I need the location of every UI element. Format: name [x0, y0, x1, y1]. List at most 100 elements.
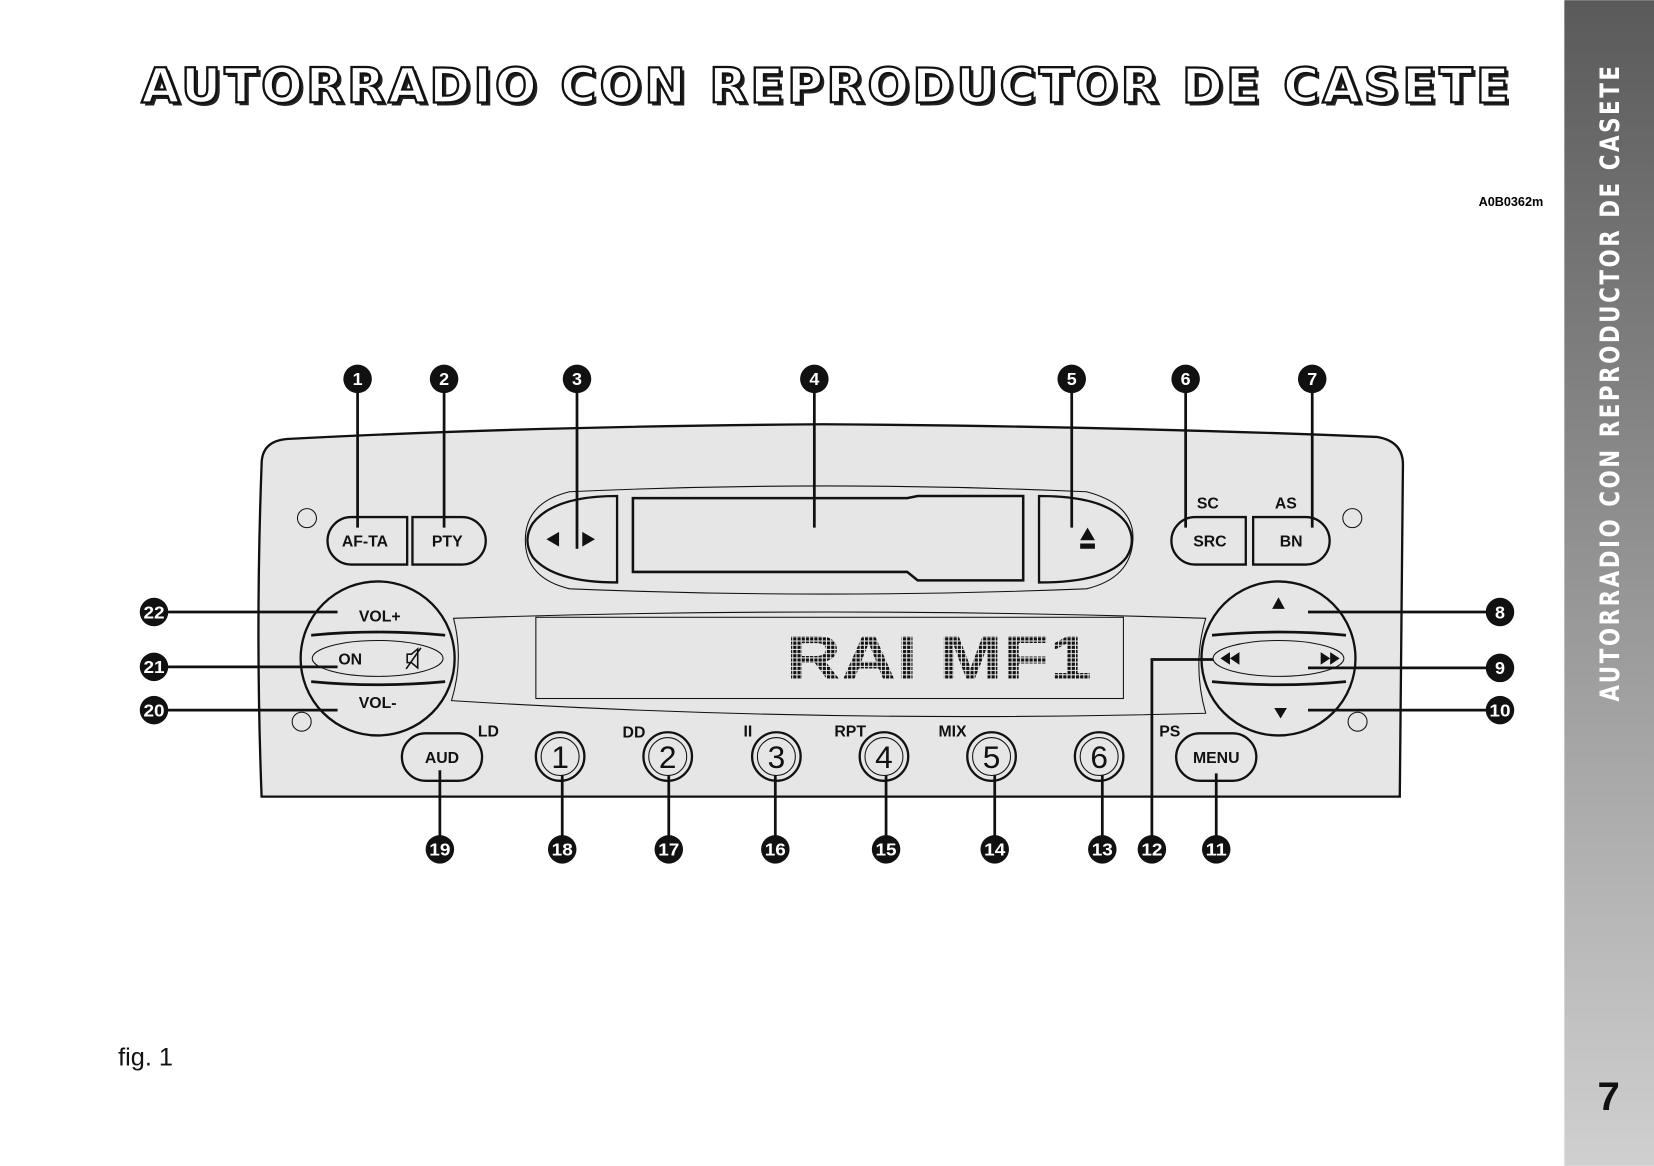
- preset-button-1[interactable]: 1: [534, 731, 586, 782]
- callout-15: 15: [871, 835, 901, 864]
- svg-text:2: 2: [659, 739, 677, 775]
- src-button[interactable]: SRC: [1170, 515, 1247, 566]
- callout-number: 1: [353, 369, 363, 389]
- preset-button-4[interactable]: 4: [858, 731, 910, 782]
- callout-number: 14: [984, 840, 1005, 860]
- callout-marker: [1088, 835, 1117, 864]
- callout-14: 14: [980, 835, 1009, 864]
- cassette-slot: [631, 494, 1025, 582]
- as-label: AS: [1275, 496, 1297, 513]
- callout-number: 11: [1206, 840, 1227, 860]
- display-screen: [535, 616, 1124, 700]
- callout-marker: [1485, 653, 1515, 683]
- vol-plus-button[interactable]: VOL+: [359, 609, 401, 626]
- callout-marker: [139, 597, 169, 627]
- callout-number: 22: [143, 602, 164, 622]
- preset-button-6[interactable]: 6: [1073, 731, 1125, 782]
- callout-marker: [139, 695, 169, 725]
- svg-text:SRC: SRC: [1193, 534, 1226, 551]
- callout-marker: [429, 364, 459, 394]
- callout-6: 6: [1171, 364, 1200, 394]
- aud-button[interactable]: AUD: [400, 732, 484, 782]
- page-number: 7: [1597, 1075, 1619, 1119]
- screw-hole: [296, 508, 317, 529]
- callout-number: 16: [765, 840, 786, 860]
- callout-number: 18: [552, 840, 573, 860]
- svg-text:AF-TA: AF-TA: [342, 534, 388, 551]
- radio-unit: AF-TA PTY SC AS SRC BN RAI M: [257, 423, 1405, 798]
- svg-text:1: 1: [551, 739, 569, 775]
- callout-marker: [1201, 835, 1231, 864]
- callout-marker: [654, 835, 684, 864]
- eject-icon: [1080, 527, 1095, 549]
- screw-hole: [291, 711, 312, 732]
- callout-number: 17: [658, 840, 679, 860]
- svg-text:PTY: PTY: [432, 534, 463, 551]
- callout-marker: [1137, 835, 1167, 864]
- callout-number: 10: [1489, 700, 1510, 720]
- callout-16: 16: [761, 835, 790, 864]
- svg-text:BN: BN: [1280, 534, 1303, 551]
- callout-marker: [1297, 364, 1327, 394]
- callout-number: 20: [143, 700, 164, 720]
- ii-label: II: [743, 723, 752, 740]
- tape-direction-button[interactable]: [526, 494, 619, 584]
- rpt-label: RPT: [834, 723, 866, 740]
- on-button[interactable]: ON: [338, 652, 362, 669]
- callout-number: 12: [1141, 840, 1162, 860]
- callout-10: 10: [1485, 695, 1515, 725]
- callout-21: 21: [139, 652, 169, 682]
- callout-number: 7: [1307, 369, 1317, 389]
- preset-button-3[interactable]: 3: [750, 731, 802, 782]
- callout-number: 2: [439, 369, 449, 389]
- vol-minus-button[interactable]: VOL-: [359, 695, 397, 712]
- up-arrow-icon[interactable]: [1272, 597, 1285, 609]
- ld-label: LD: [478, 723, 499, 740]
- mix-label: MIX: [938, 723, 967, 740]
- callout-7: 7: [1297, 364, 1327, 394]
- eject-button[interactable]: [1037, 494, 1134, 584]
- screw-hole: [1347, 711, 1368, 732]
- volume-knob[interactable]: VOL+ ON VOL-: [299, 580, 456, 737]
- tuning-knob[interactable]: [1200, 580, 1357, 737]
- callout-1: 1: [343, 364, 372, 394]
- mute-icon: [405, 647, 422, 670]
- svg-text:AUTORRADIO CON REPRODUCTOR DE: AUTORRADIO CON REPRODUCTOR DE CASETE: [145, 62, 1516, 118]
- bn-button[interactable]: BN: [1251, 515, 1331, 566]
- display-text: RAI MF1: [786, 624, 1092, 694]
- callout-marker: [139, 652, 169, 682]
- pty-button[interactable]: PTY: [411, 515, 487, 566]
- callout-number: 13: [1092, 840, 1113, 860]
- callout-18: 18: [547, 835, 577, 864]
- figure-label: fig. 1: [118, 1044, 173, 1072]
- svg-text:AUD: AUD: [425, 750, 459, 767]
- callout-number: 9: [1495, 658, 1505, 678]
- preset-button-5[interactable]: 5: [966, 731, 1017, 782]
- callout-marker: [343, 364, 372, 394]
- svg-text:AUTORRADIO CON REPRODUCTOR DE: AUTORRADIO CON REPRODUCTOR DE CASETE: [141, 59, 1512, 115]
- af-ta-button[interactable]: AF-TA: [326, 515, 409, 566]
- callout-20: 20: [139, 695, 169, 725]
- page-title: AUTORRADIO CON REPRODUCTOR DE CASETE AUT…: [140, 57, 1516, 118]
- callout-3: 3: [562, 364, 592, 394]
- preset-button-2[interactable]: 2: [642, 731, 694, 782]
- svg-text:6: 6: [1090, 739, 1108, 775]
- side-tab: [1564, 0, 1654, 1166]
- down-arrow-icon[interactable]: [1274, 707, 1287, 719]
- tape-direction-icon: [546, 531, 595, 547]
- svg-text:4: 4: [875, 739, 893, 775]
- svg-text:5: 5: [983, 739, 1001, 775]
- svg-text:MENU: MENU: [1193, 750, 1240, 767]
- ps-label: PS: [1159, 723, 1180, 740]
- callout-marker: [871, 835, 901, 864]
- fast-forward-icon[interactable]: [1320, 652, 1340, 665]
- callout-number: 15: [876, 840, 897, 860]
- rewind-icon[interactable]: [1220, 652, 1240, 665]
- callout-marker: [761, 835, 790, 864]
- callout-9: 9: [1485, 653, 1515, 683]
- callout-marker: [547, 835, 577, 864]
- callout-number: 8: [1495, 602, 1505, 622]
- callout-11: 11: [1201, 835, 1231, 864]
- dolby-label: DD: [623, 725, 646, 742]
- callout-17: 17: [654, 835, 684, 864]
